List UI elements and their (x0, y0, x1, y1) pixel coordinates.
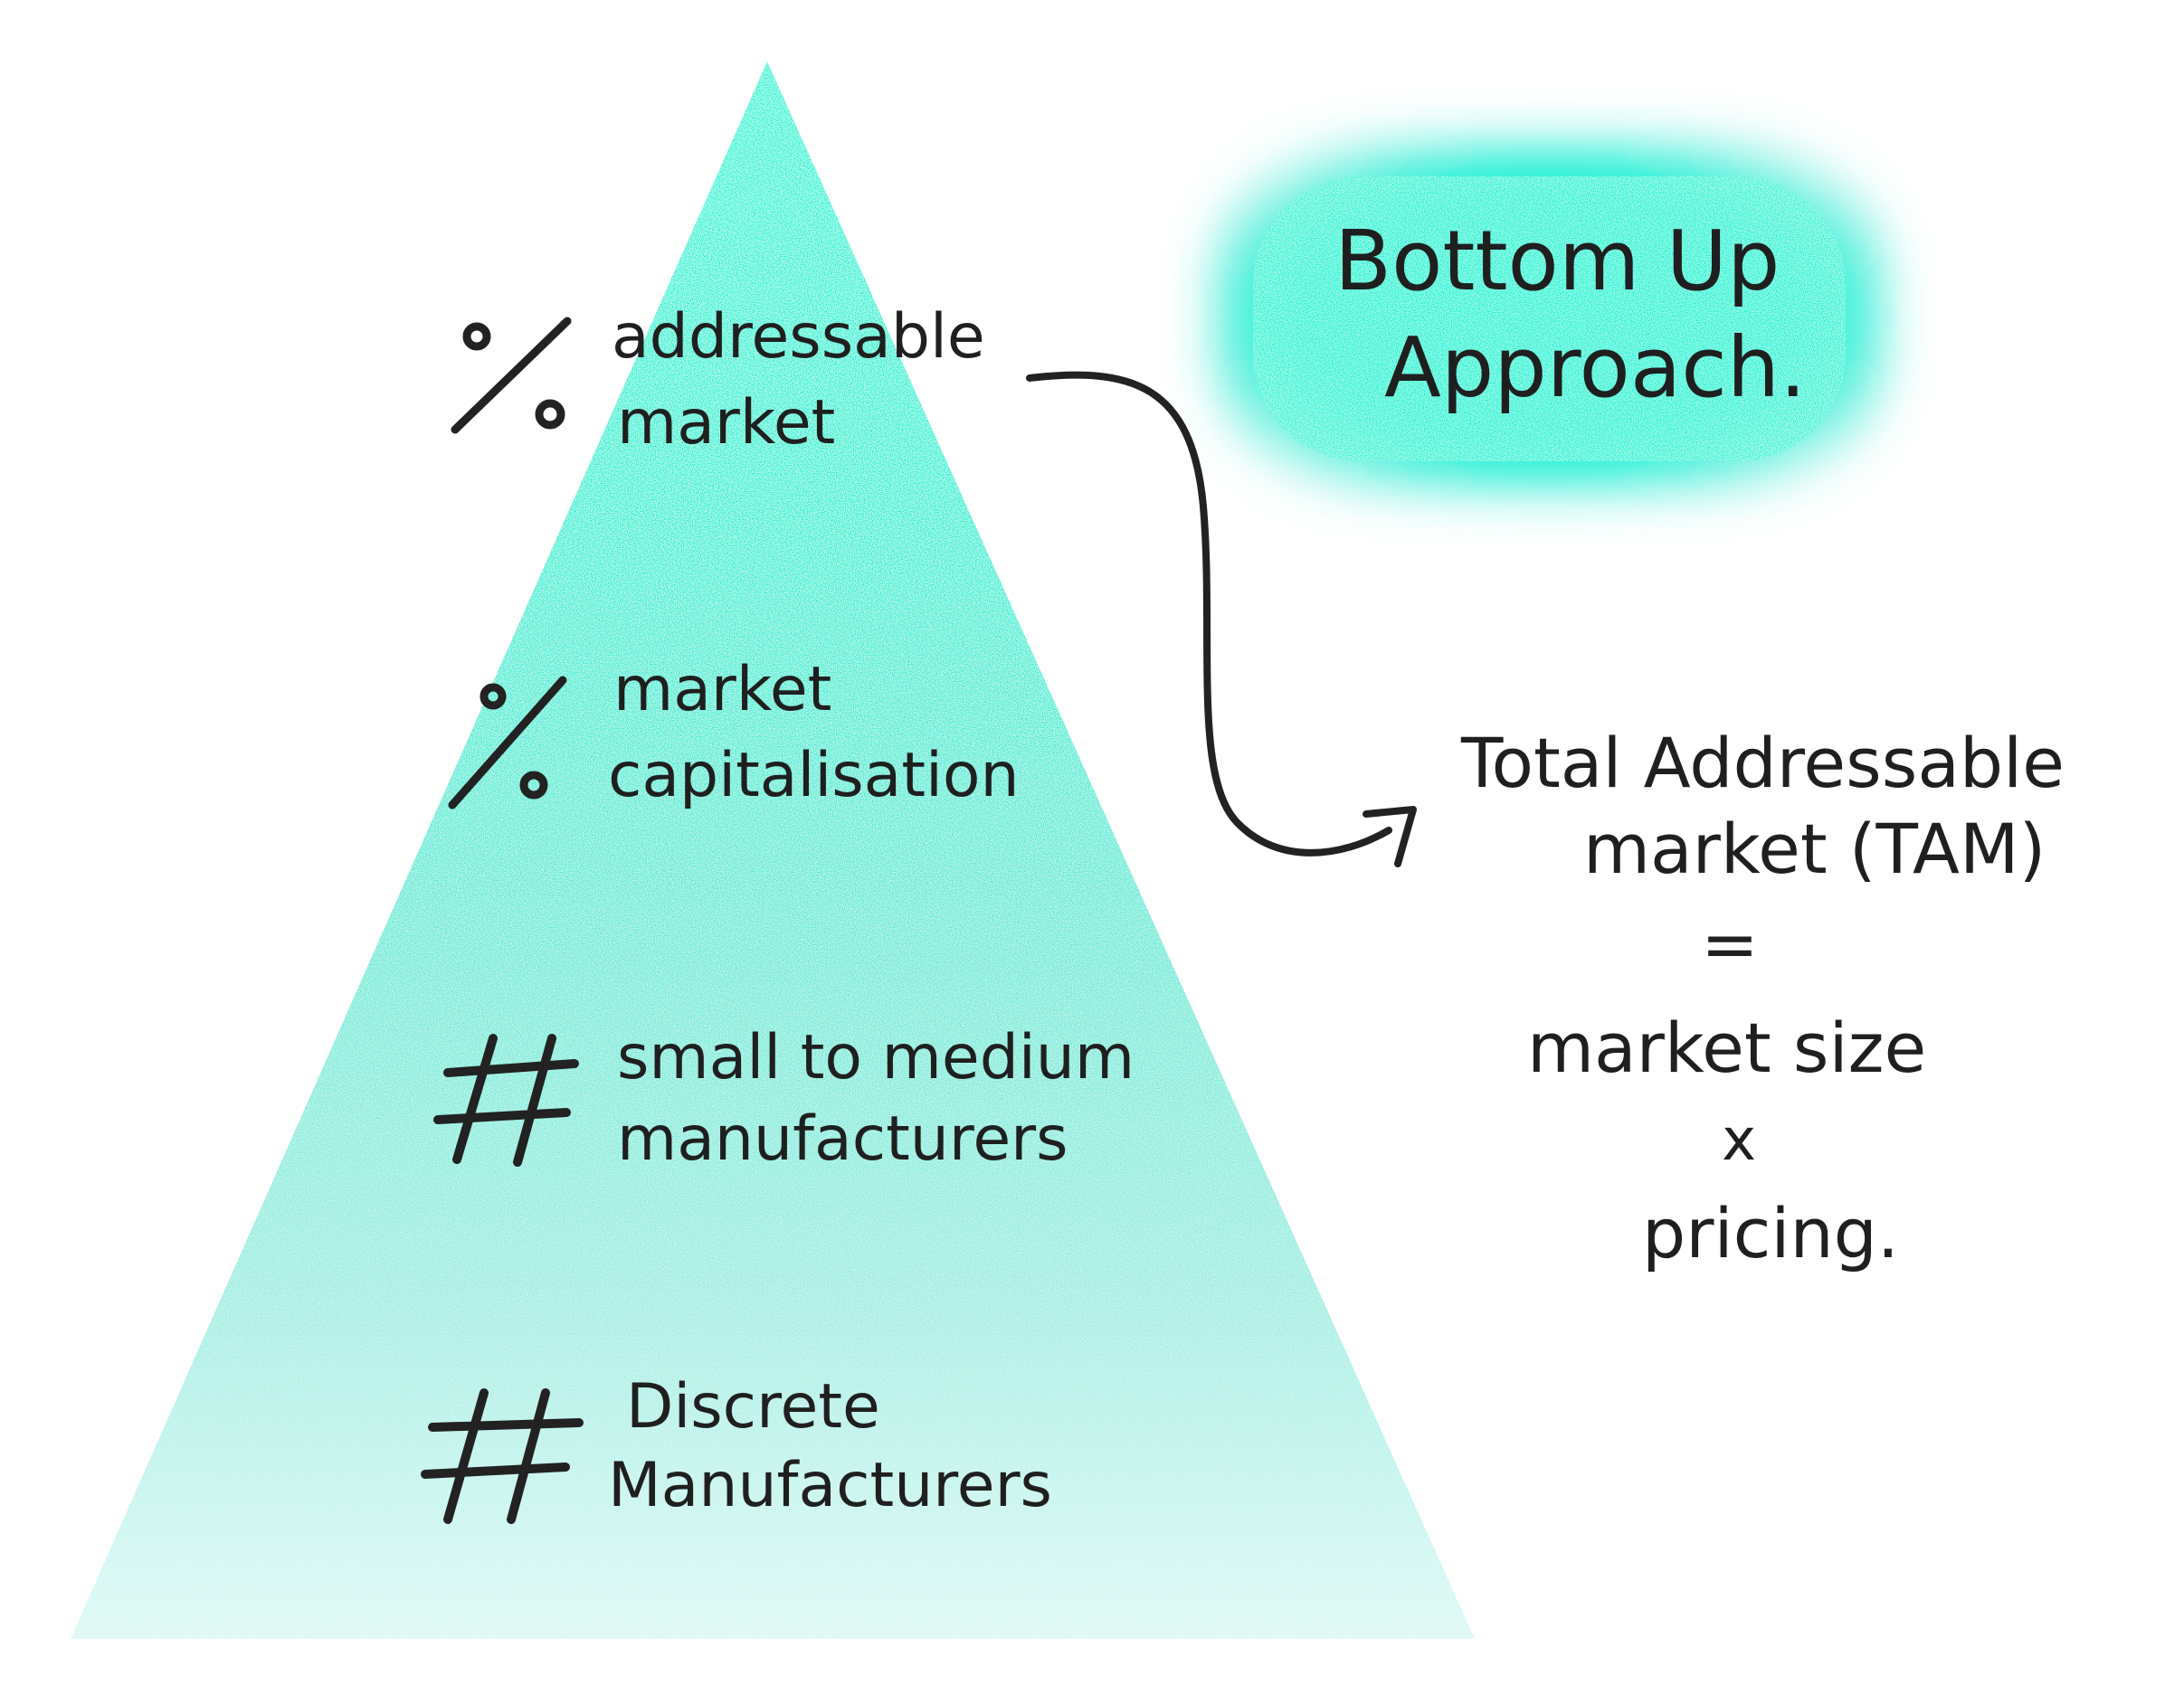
hash-icon (421, 1388, 584, 1524)
pyramid-level-2: market capitalisation (448, 654, 1020, 811)
percent-icon (448, 676, 567, 809)
hash-icon (433, 1034, 579, 1167)
level-3-line-2: manufacturers (617, 1103, 1068, 1175)
level-1-line-2: market (617, 387, 835, 459)
tam-line-1: Total Addressable (1460, 723, 2065, 803)
tam-formula: Total Addressable market (TAM) = market … (1460, 723, 2065, 1273)
connector-arrow (1026, 371, 1417, 867)
tam-term-pricing: pricing. (1642, 1193, 1899, 1273)
level-2-line-2: capitalisation (608, 740, 1020, 811)
level-4-line-1: Discrete (626, 1371, 880, 1443)
title-line-1: Bottom Up (1334, 213, 1780, 309)
title-line-2: Approach. (1384, 319, 1806, 416)
tam-term-market-size: market size (1527, 1008, 1926, 1088)
tam-line-2: market (TAM) (1583, 809, 2046, 889)
level-2-line-1: market (613, 654, 831, 725)
level-3-line-1: small to medium (617, 1022, 1135, 1093)
tam-equals: = (1701, 904, 1759, 984)
title-highlight (1212, 140, 1886, 493)
level-4-line-2: Manufacturers (608, 1450, 1052, 1521)
percent-icon (451, 317, 572, 434)
tam-operator: x (1722, 1107, 1756, 1174)
pyramid-level-4: Discrete Manufacturers (421, 1371, 1052, 1524)
pyramid-level-3: small to medium manufacturers (433, 1022, 1135, 1175)
level-1-line-1: addressable (612, 301, 985, 373)
pyramid-shape (71, 62, 1475, 1639)
pyramid-level-1: addressable market (451, 301, 985, 459)
